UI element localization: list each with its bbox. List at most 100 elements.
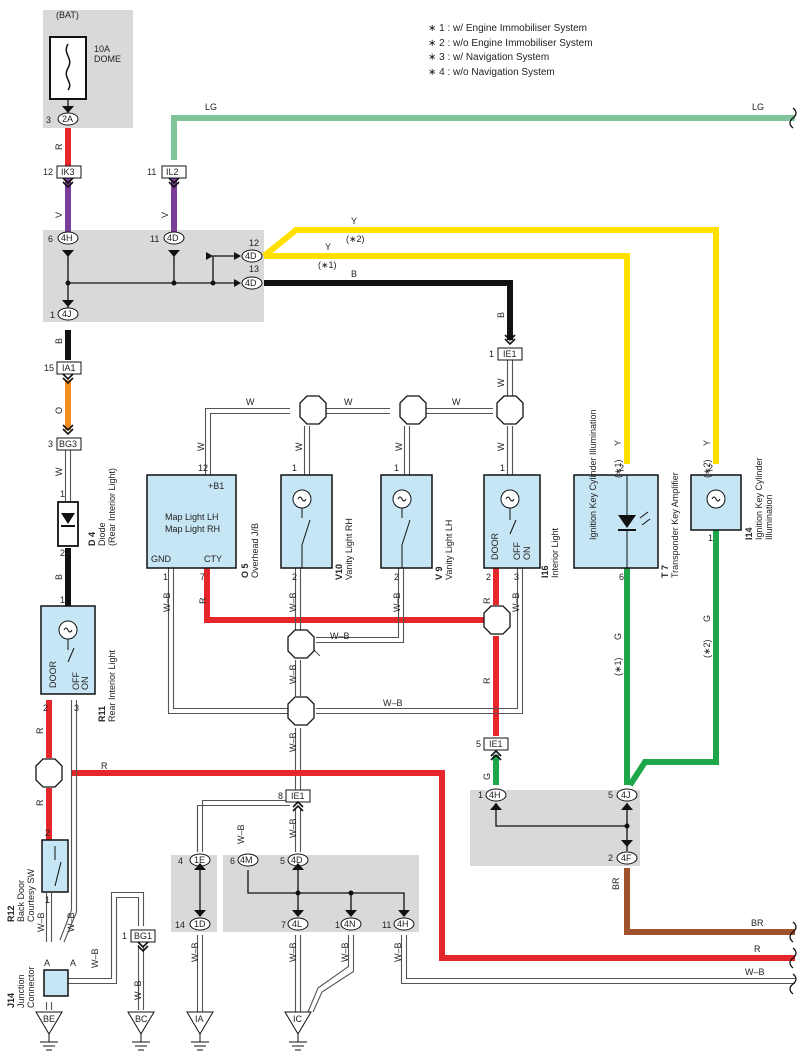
svg-text:6: 6 bbox=[48, 234, 53, 244]
junction-block-right bbox=[470, 790, 640, 866]
conn-4h-top: 4H6 bbox=[48, 231, 79, 245]
svg-text:G: G bbox=[613, 633, 623, 640]
svg-text:2A: 2A bbox=[62, 114, 73, 124]
svg-text:2: 2 bbox=[292, 572, 297, 582]
svg-text:D 4: D 4 bbox=[87, 532, 97, 546]
svg-text:IE1: IE1 bbox=[489, 739, 503, 749]
svg-text:2: 2 bbox=[394, 572, 399, 582]
conn-4l: 4L7 bbox=[281, 917, 309, 931]
svg-text:2: 2 bbox=[486, 572, 491, 582]
svg-text:12: 12 bbox=[198, 463, 208, 473]
svg-text:6: 6 bbox=[619, 572, 624, 582]
svg-text:4H: 4H bbox=[397, 919, 409, 929]
svg-text:13: 13 bbox=[249, 264, 259, 274]
svg-text:15: 15 bbox=[44, 363, 54, 373]
vanity-light-lh-v9: 12 V 9 Vanity Light LH bbox=[380, 463, 454, 582]
conn-1d: 1D 14 bbox=[175, 917, 211, 931]
svg-text:(∗1): (∗1) bbox=[613, 657, 623, 676]
ground-ic: IC bbox=[284, 1011, 312, 1051]
svg-text:W: W bbox=[496, 378, 506, 387]
svg-text:G: G bbox=[702, 615, 712, 622]
fuse-rating: 10A bbox=[94, 44, 110, 54]
svg-text:W–B: W–B bbox=[288, 942, 298, 962]
wire-g-i14 bbox=[627, 530, 719, 787]
svg-text:Back Door: Back Door bbox=[16, 880, 26, 922]
fuse-dome: (BAT) 10A DOME bbox=[49, 10, 121, 113]
svg-text:4M: 4M bbox=[240, 855, 253, 865]
svg-text:1D: 1D bbox=[194, 919, 206, 929]
svg-text:W–B: W–B bbox=[36, 912, 46, 932]
svg-text:LG: LG bbox=[205, 102, 217, 112]
svg-text:(∗2): (∗2) bbox=[702, 459, 712, 478]
svg-text:A: A bbox=[44, 958, 50, 968]
svg-text:4N: 4N bbox=[344, 919, 356, 929]
svg-text:Y: Y bbox=[613, 440, 623, 446]
svg-text:Transponder Key Amplifier: Transponder Key Amplifier bbox=[670, 472, 680, 578]
svg-text:1: 1 bbox=[500, 463, 505, 473]
svg-text:4J: 4J bbox=[621, 790, 631, 800]
svg-text:O: O bbox=[54, 407, 64, 414]
svg-text:4L: 4L bbox=[292, 919, 302, 929]
svg-text:W–B: W–B bbox=[162, 592, 172, 612]
svg-text:W–B: W–B bbox=[288, 592, 298, 612]
svg-text:W: W bbox=[394, 442, 404, 451]
conn-4d-bot: 4D5 bbox=[280, 853, 309, 867]
conn-4n: 4N1 bbox=[335, 917, 362, 931]
svg-text:Vanity Light LH: Vanity Light LH bbox=[444, 520, 454, 580]
svg-text:R: R bbox=[482, 597, 492, 604]
svg-text:1: 1 bbox=[50, 310, 55, 320]
svg-text:IC: IC bbox=[293, 1014, 303, 1024]
note-3: ∗ 3 : w/ Navigation System bbox=[428, 52, 550, 63]
wire-r-cty bbox=[204, 568, 484, 623]
svg-text:J14: J14 bbox=[6, 993, 16, 1008]
svg-text:T 7: T 7 bbox=[660, 565, 670, 578]
svg-text:O 5: O 5 bbox=[240, 563, 250, 578]
svg-text:11: 11 bbox=[382, 920, 391, 930]
svg-text:BR: BR bbox=[611, 877, 621, 890]
svg-text:GND: GND bbox=[151, 554, 172, 564]
svg-text:1: 1 bbox=[489, 349, 494, 359]
svg-text:BR: BR bbox=[751, 918, 764, 928]
svg-text:W–B: W–B bbox=[745, 967, 765, 977]
svg-text:1: 1 bbox=[394, 463, 399, 473]
vanity-light-rh-v10: 12 V10 Vanity Light RH bbox=[280, 463, 354, 582]
svg-text:14: 14 bbox=[175, 920, 185, 930]
grey-blocks bbox=[43, 10, 640, 932]
svg-text:W: W bbox=[452, 397, 461, 407]
svg-text:W–B: W–B bbox=[511, 592, 521, 612]
svg-text:Rear Interior Light: Rear Interior Light bbox=[107, 649, 117, 722]
svg-text:5: 5 bbox=[280, 856, 285, 866]
svg-text:W–B: W–B bbox=[288, 732, 298, 752]
svg-text:Interior Light: Interior Light bbox=[550, 527, 560, 578]
svg-text:W–B: W–B bbox=[383, 698, 403, 708]
svg-text:W: W bbox=[344, 397, 353, 407]
wire-br bbox=[624, 868, 795, 935]
svg-text:A: A bbox=[70, 958, 76, 968]
svg-text:V10: V10 bbox=[334, 564, 344, 580]
svg-text:W–B: W–B bbox=[90, 948, 100, 968]
svg-text:1E: 1E bbox=[194, 855, 205, 865]
conn-4j-left: 4J1 bbox=[50, 307, 79, 321]
svg-text:R: R bbox=[198, 597, 208, 604]
svg-text:4F: 4F bbox=[621, 853, 632, 863]
svg-text:W–B: W–B bbox=[330, 631, 350, 641]
svg-text:W: W bbox=[246, 397, 255, 407]
svg-text:2: 2 bbox=[708, 463, 713, 473]
svg-text:B: B bbox=[54, 574, 64, 580]
note-2: ∗ 2 : w/o Engine Immobiliser System bbox=[428, 37, 593, 49]
svg-text:(∗2): (∗2) bbox=[346, 234, 365, 244]
svg-text:7: 7 bbox=[200, 572, 205, 582]
svg-text:1: 1 bbox=[478, 790, 483, 800]
wire-breaks bbox=[789, 107, 797, 995]
svg-text:Overhead J/B: Overhead J/B bbox=[250, 523, 260, 578]
svg-text:1: 1 bbox=[163, 572, 168, 582]
svg-text:ON: ON bbox=[522, 547, 532, 561]
grounds: BE BC IA IC bbox=[35, 1011, 312, 1051]
svg-text:W: W bbox=[294, 442, 304, 451]
